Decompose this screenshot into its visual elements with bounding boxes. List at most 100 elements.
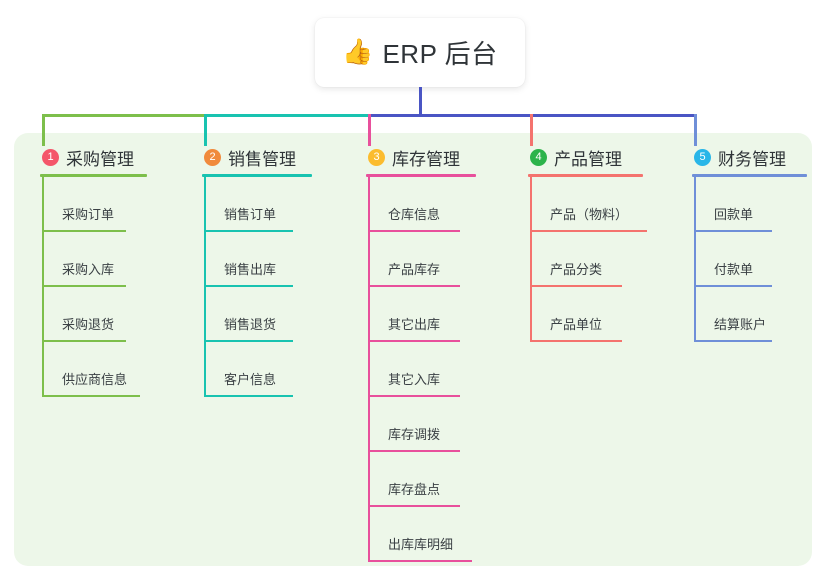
branch-item-underline — [44, 285, 126, 287]
branch-item-underline — [532, 230, 647, 232]
branch-item[interactable]: 回款单 — [694, 177, 807, 232]
branch-item-label: 库存调拨 — [388, 427, 441, 442]
branch-item[interactable]: 仓库信息 — [368, 177, 476, 232]
trunk-segment-green — [42, 114, 207, 117]
branch-title: 销售管理 — [228, 149, 296, 169]
branch-item-underline — [370, 285, 460, 287]
branch-item-label: 采购订单 — [62, 207, 115, 222]
branch-item-label: 销售出库 — [224, 262, 277, 277]
branch-item-underline — [696, 285, 772, 287]
branch-item-label: 销售订单 — [224, 207, 277, 222]
branch-item-label: 采购入库 — [62, 262, 115, 277]
branch-item[interactable]: 供应商信息 — [42, 342, 147, 397]
branch-item-underline — [370, 505, 460, 507]
branch-number-badge: 5 — [694, 148, 711, 166]
branch-item-label: 产品单位 — [550, 317, 603, 332]
branch-drop-1 — [42, 114, 45, 146]
branch-item-list: 采购订单采购入库采购退货供应商信息 — [40, 177, 147, 397]
branch-header-underline — [202, 174, 312, 177]
branch-header-2[interactable]: 2 销售管理 — [202, 146, 312, 169]
branch-drop-2 — [204, 114, 207, 146]
branch-item[interactable]: 产品分类 — [530, 232, 643, 287]
branch-header-4[interactable]: 4 产品管理 — [528, 146, 643, 169]
branch-header-underline — [366, 174, 476, 177]
branch-item[interactable]: 库存调拨 — [368, 397, 476, 452]
branch-item-list: 产品（物料） 产品分类产品单位 — [528, 177, 647, 342]
branch-item-underline — [206, 340, 293, 342]
branch-drop-4 — [530, 114, 533, 146]
branch-item[interactable]: 结算账户 — [694, 287, 807, 342]
branch-item[interactable]: 采购入库 — [42, 232, 147, 287]
thumbs-up-icon: 👍 — [342, 38, 374, 66]
branch-item-list: 仓库信息产品库存其它出库其它入库库存调拨库存盘点出库库明细 — [366, 177, 476, 562]
branch-item-label: 采购退货 — [62, 317, 115, 332]
branch-column-2: 2 销售管理销售订单销售出库销售退货客户信息 — [202, 146, 312, 397]
branch-item-label: 产品（物料） — [550, 207, 629, 222]
branch-item-label: 销售退货 — [224, 317, 277, 332]
branch-item-label: 结算账户 — [714, 317, 767, 332]
branch-column-4: 4 产品管理产品（物料） 产品分类产品单位 — [528, 146, 647, 342]
branch-item[interactable]: 其它入库 — [368, 342, 476, 397]
branch-spine — [204, 177, 206, 397]
branch-number-badge: 3 — [368, 148, 385, 166]
branch-number-badge: 4 — [530, 148, 547, 166]
branch-item-underline — [44, 395, 140, 397]
branch-item[interactable]: 付款单 — [694, 232, 807, 287]
branch-item[interactable]: 产品库存 — [368, 232, 476, 287]
branch-item-label: 其它出库 — [388, 317, 441, 332]
branch-item-label: 供应商信息 — [62, 372, 128, 387]
branch-item[interactable]: 销售出库 — [204, 232, 312, 287]
branch-item-underline — [206, 285, 293, 287]
branch-item-label: 回款单 — [714, 207, 754, 222]
branch-spine — [368, 177, 370, 562]
root-title: ERP 后台 — [382, 39, 498, 69]
branch-title: 产品管理 — [554, 149, 622, 169]
branch-header-underline — [528, 174, 643, 177]
root-stem — [419, 87, 422, 117]
branch-item-underline — [370, 340, 460, 342]
branch-number-badge: 1 — [42, 148, 59, 166]
trunk-segment-teal — [204, 114, 371, 117]
branch-header-underline — [40, 174, 147, 177]
branch-column-3: 3 库存管理仓库信息产品库存其它出库其它入库库存调拨库存盘点出库库明细 — [366, 146, 476, 562]
branch-item[interactable]: 产品单位 — [530, 287, 643, 342]
branch-item[interactable]: 出库库明细 — [368, 507, 476, 562]
branch-item-underline — [370, 560, 472, 562]
branch-spine — [42, 177, 44, 397]
branch-item-underline — [206, 395, 293, 397]
branch-column-5: 5 财务管理回款单付款单结算账户 — [692, 146, 807, 342]
branch-item[interactable]: 采购订单 — [42, 177, 147, 232]
branch-number-badge: 2 — [204, 148, 221, 166]
branch-item-underline — [696, 230, 772, 232]
branch-item-underline — [370, 395, 460, 397]
branch-item[interactable]: 销售订单 — [204, 177, 312, 232]
branch-title: 财务管理 — [718, 149, 786, 169]
branch-item-label: 产品库存 — [388, 262, 441, 277]
branch-item[interactable]: 库存盘点 — [368, 452, 476, 507]
branch-header-3[interactable]: 3 库存管理 — [366, 146, 476, 169]
branch-item-underline — [532, 285, 622, 287]
branch-item-list: 销售订单销售出库销售退货客户信息 — [202, 177, 312, 397]
branch-item[interactable]: 其它出库 — [368, 287, 476, 342]
branch-drop-3 — [368, 114, 371, 146]
branch-item-label: 付款单 — [714, 262, 754, 277]
branch-item[interactable]: 产品（物料） — [530, 177, 647, 232]
branch-item[interactable]: 销售退货 — [204, 287, 312, 342]
branch-item-underline — [370, 230, 460, 232]
branch-title: 库存管理 — [392, 149, 460, 169]
branch-spine — [530, 177, 532, 342]
branch-item-label: 库存盘点 — [388, 482, 441, 497]
root-node[interactable]: 👍 ERP 后台 — [315, 18, 525, 87]
branch-item-underline — [696, 340, 772, 342]
branch-item[interactable]: 客户信息 — [204, 342, 312, 397]
branch-title: 采购管理 — [66, 149, 134, 169]
branches-panel — [14, 133, 812, 566]
branch-item-underline — [370, 450, 460, 452]
branch-item-label: 产品分类 — [550, 262, 603, 277]
branch-header-5[interactable]: 5 财务管理 — [692, 146, 807, 169]
branch-item-underline — [206, 230, 293, 232]
branch-item[interactable]: 采购退货 — [42, 287, 147, 342]
branch-header-underline — [692, 174, 807, 177]
branch-header-1[interactable]: 1 采购管理 — [40, 146, 147, 169]
branch-item-underline — [44, 340, 126, 342]
